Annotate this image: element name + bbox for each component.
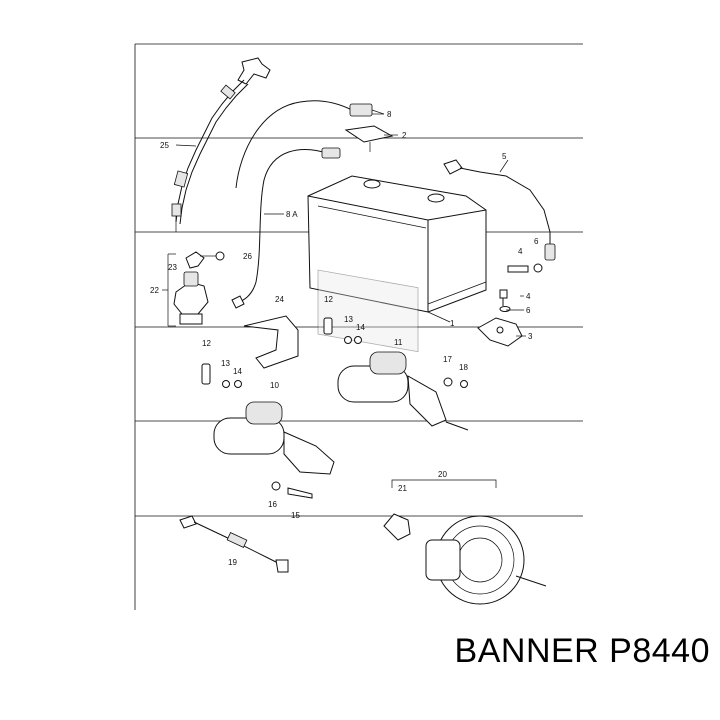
callout-17: 17 xyxy=(443,355,452,364)
bracket-24 xyxy=(243,315,299,369)
fasteners-upper xyxy=(323,317,362,344)
callout-2: 2 xyxy=(402,131,407,140)
callout-14-upper: 14 xyxy=(356,323,365,332)
callout-16: 16 xyxy=(268,500,277,509)
callout-12-lower: 12 xyxy=(202,339,211,348)
callout-19: 19 xyxy=(228,558,237,567)
callout-1: 1 xyxy=(450,319,455,328)
leader-lines xyxy=(162,113,526,337)
callout-3: 3 xyxy=(528,332,533,341)
cable-5 xyxy=(443,159,556,261)
callout-26: 26 xyxy=(243,252,252,261)
callout-5: 5 xyxy=(502,152,507,161)
callout-25: 25 xyxy=(160,141,169,150)
callout-11: 11 xyxy=(394,338,403,347)
bracket-2 xyxy=(344,125,394,152)
terminal-bracket-3 xyxy=(477,317,523,347)
starter-motor-10 xyxy=(213,401,335,499)
callout-6-lower: 6 xyxy=(526,306,531,315)
callout-labels: 25 8 2 5 8 A 4 6 4 6 3 23 26 22 24 12 13… xyxy=(150,110,539,567)
cable-8a xyxy=(231,147,341,309)
bolt-and-washer-set xyxy=(499,263,543,312)
callout-6-upper: 6 xyxy=(534,237,539,246)
callout-10: 10 xyxy=(270,381,279,390)
part-number-caption: BANNER P8440 xyxy=(454,632,710,670)
callout-13-lower: 13 xyxy=(221,359,230,368)
callout-12-upper: 12 xyxy=(324,295,333,304)
fasteners-lower xyxy=(201,363,242,388)
diagram-frame xyxy=(134,43,583,610)
callout-13-upper: 13 xyxy=(344,315,353,324)
starter-motor-11 xyxy=(337,351,469,431)
alternator-20 xyxy=(383,479,547,605)
callout-4-upper: 4 xyxy=(518,247,523,256)
battery xyxy=(307,175,487,353)
callout-18: 18 xyxy=(459,363,468,372)
callout-21: 21 xyxy=(398,484,407,493)
callout-4-lower: 4 xyxy=(526,292,531,301)
callout-24: 24 xyxy=(275,295,284,304)
callout-23: 23 xyxy=(168,263,177,272)
cable-19 xyxy=(179,515,289,573)
callout-8a: 8 A xyxy=(286,210,298,219)
callout-20: 20 xyxy=(438,470,447,479)
cable-with-handle xyxy=(171,57,271,232)
callout-22: 22 xyxy=(150,286,159,295)
switch-assembly-22 xyxy=(167,251,225,327)
cable-8 xyxy=(235,100,385,189)
callout-14-lower: 14 xyxy=(233,367,242,376)
callout-8: 8 xyxy=(387,110,392,119)
callout-15: 15 xyxy=(291,511,300,520)
